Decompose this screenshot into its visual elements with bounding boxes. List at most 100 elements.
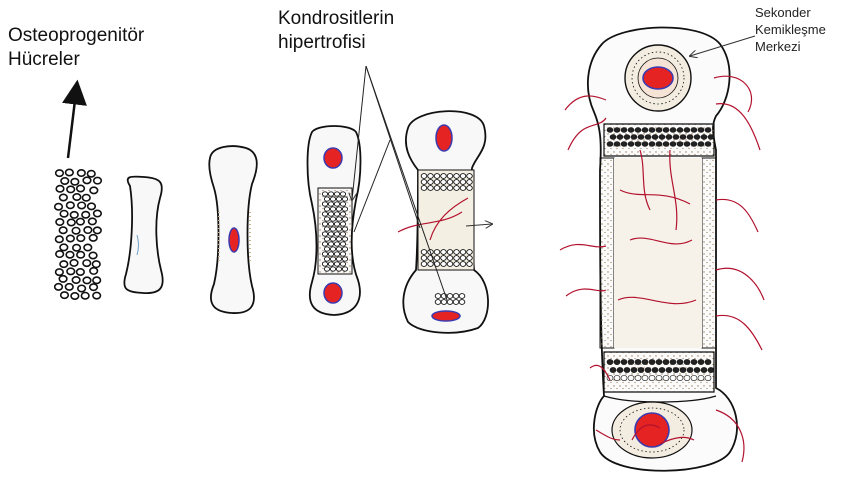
growth-plate-cell: [441, 180, 447, 185]
growth-plate-cell-bottom: [701, 367, 707, 372]
growth-plate-cell: [453, 294, 459, 299]
growth-plate-cell-bottom: [656, 359, 662, 364]
chondrocyte-cell: [336, 197, 341, 201]
growth-plate-cell: [460, 250, 466, 255]
osteoprogenitor-cell: [88, 203, 96, 209]
cartilage-model-stage5: [398, 111, 492, 333]
growth-plate-cell: [467, 180, 473, 185]
growth-plate-cell-top: [649, 128, 655, 133]
chondrocyte-cell: [340, 252, 345, 256]
growth-plate-cell: [453, 300, 459, 305]
chondrocyte-cell: [336, 257, 341, 261]
growth-plate-cell-top: [638, 135, 644, 140]
growth-plate-cells-bottom: [607, 359, 714, 380]
growth-plate-cell: [434, 250, 440, 255]
chondrocyte-cell: [340, 192, 345, 196]
growth-plate-cell: [459, 294, 465, 299]
osteoprogenitor-cell: [83, 260, 91, 266]
osteoprogenitor-cell: [90, 187, 98, 193]
osteoprogenitor-cell: [84, 227, 92, 233]
chondrocyte-cell: [340, 262, 345, 266]
chondrocyte-cell: [328, 192, 333, 196]
growth-plate-cell-top: [684, 128, 690, 133]
chondrocyte-cell: [324, 227, 329, 231]
growth-plate-cell-bottom: [621, 359, 627, 364]
chondrocyte-cell: [342, 257, 347, 261]
chondrocyte-cell: [340, 232, 345, 236]
growth-plate-cell-top: [642, 128, 648, 133]
growth-plate-cell-top: [659, 135, 665, 140]
osteoprogenitor-cell: [84, 244, 92, 250]
growth-plate-cell-top: [677, 128, 683, 133]
growth-plate-cell-top: [673, 135, 679, 140]
growth-plate-cell-bottom: [645, 367, 651, 372]
growth-plate-cell-top: [708, 135, 714, 140]
growth-plate-cell-bottom: [694, 367, 700, 372]
growth-plate-cell: [467, 174, 473, 179]
chondrocyte-cell: [334, 222, 339, 226]
chondrocyte-cell: [324, 237, 329, 241]
osteoprogenitor-cell: [60, 211, 68, 217]
growth-plate-cell-bottom: [635, 359, 641, 364]
growth-plate-cell-top: [684, 142, 690, 147]
chondrocyte-cell: [342, 197, 347, 201]
osteoprogenitor-cell-cluster: [55, 169, 102, 299]
chondrocyte-cell: [322, 232, 327, 236]
growth-plate-cell: [434, 256, 440, 261]
growth-plate-cell: [428, 180, 434, 185]
osteoprogenitor-cell: [92, 261, 100, 267]
growth-plate-cell-top: [698, 128, 704, 133]
epiphysis-center-top-stage4: [324, 148, 342, 168]
chondrocyte-cell: [328, 262, 333, 266]
osteoprogenitor-cell: [93, 277, 101, 283]
growth-plate-cell-bottom: [607, 359, 613, 364]
osteoprogenitor-cell: [71, 293, 79, 299]
growth-plate-cell-top: [691, 128, 697, 133]
growth-plate-cell: [421, 256, 427, 261]
growth-plate-cell-top: [649, 142, 655, 147]
chondrocyte-cell: [328, 222, 333, 226]
chondrocyte-cell: [324, 207, 329, 211]
growth-plate-cell-top: [610, 135, 616, 140]
osteoprogenitor-cell: [78, 202, 86, 208]
osteoprogenitor-cell: [81, 293, 89, 299]
chondrocyte-cell: [324, 197, 329, 201]
chondrocyte-cell: [334, 252, 339, 256]
chondrocyte-cell: [334, 232, 339, 236]
growth-plate-cell: [434, 174, 440, 179]
growth-plate-cell: [434, 186, 440, 191]
growth-plate-cell: [467, 186, 473, 191]
growth-plate-cell-bottom: [708, 367, 714, 372]
growth-plate-cell-top: [628, 128, 634, 133]
osteoprogenitor-cell: [78, 170, 86, 176]
osteoprogenitor-cell: [89, 218, 97, 224]
osteoprogenitor-cell: [77, 252, 85, 258]
chondrocyte-cell: [340, 212, 345, 216]
chondrocyte-cell: [340, 242, 345, 246]
osteoprogenitor-cell: [73, 194, 81, 200]
osteoprogenitor-cell: [55, 204, 63, 210]
osteoprogenitor-cell: [67, 202, 75, 208]
chondrocyte-cell: [336, 217, 341, 221]
growth-plate-cell: [447, 256, 453, 261]
growth-plate-cell-top: [680, 135, 686, 140]
chondrocyte-cell: [328, 252, 333, 256]
growth-plate-cell-bottom: [614, 375, 620, 380]
growth-plate-cell-bottom: [684, 375, 690, 380]
osteoprogenitor-cell: [72, 227, 80, 233]
chondrocyte-cell: [330, 197, 335, 201]
epiphysis-center-bottom-stage4: [324, 283, 342, 303]
osteoprogenitor-cell: [59, 227, 67, 233]
growth-plate-cell-top: [666, 135, 672, 140]
growth-plate-cell-top: [631, 135, 637, 140]
growth-plate-cell-bottom: [691, 359, 697, 364]
growth-plate-cell-bottom: [642, 359, 648, 364]
growth-plate-cell: [428, 186, 434, 191]
growth-plate-cell-bottom: [617, 367, 623, 372]
chondrocyte-cell: [340, 222, 345, 226]
chondrocyte-cell: [336, 227, 341, 231]
growth-plate-cell-bottom: [635, 375, 641, 380]
chondrocyte-cell: [336, 237, 341, 241]
osteoprogenitor-cell: [94, 227, 102, 233]
growth-plate-cell: [447, 262, 453, 267]
